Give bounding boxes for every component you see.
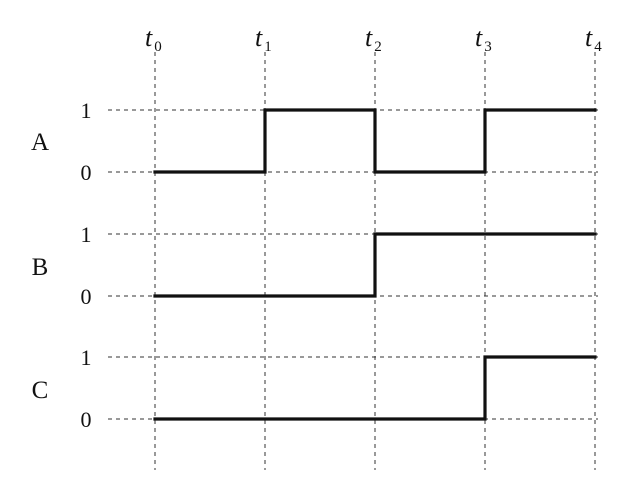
signal-a-high-label: 1 [81, 98, 92, 123]
signal-b-high-label: 1 [81, 222, 92, 247]
signal-c-waveform [153, 355, 597, 421]
time-label-subscript-2: 2 [374, 39, 382, 55]
signal-a-waveform [153, 108, 597, 174]
time-label-subscript-1: 1 [264, 39, 272, 55]
signal-a-low-label: 0 [81, 160, 92, 185]
time-label-subscript-4: 4 [594, 39, 602, 55]
signal-c-low-label: 0 [81, 407, 92, 432]
signal-b-name: B [32, 254, 49, 281]
time-label-subscript-3: 3 [484, 39, 492, 55]
signal-c-name: C [32, 377, 49, 404]
signal-c-high-label: 1 [81, 345, 92, 370]
time-label-subscript-0: 0 [154, 39, 162, 55]
signal-b-low-label: 0 [81, 284, 92, 309]
signal-b-waveform [153, 232, 597, 298]
signal-a-name: A [31, 129, 49, 156]
